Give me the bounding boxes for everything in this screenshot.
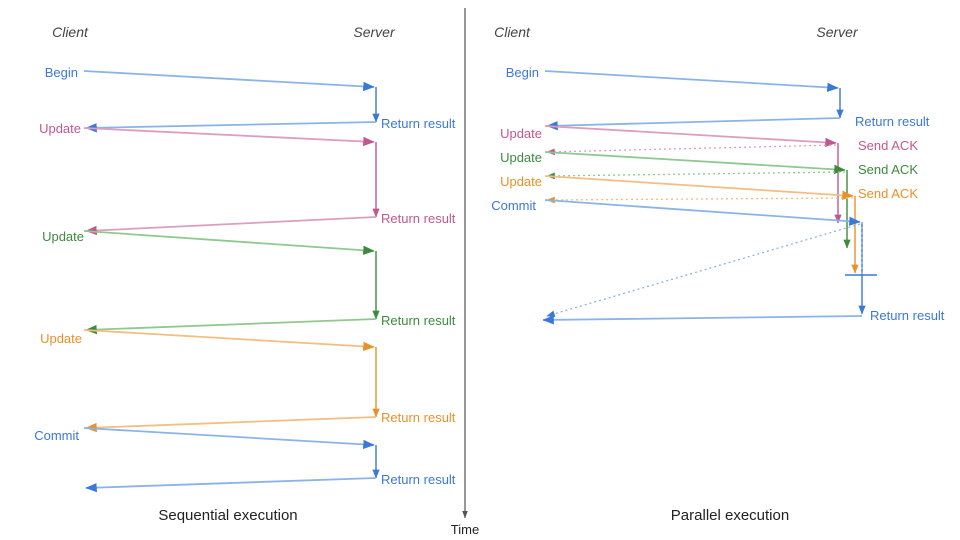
flow-commit-request xyxy=(83,427,375,450)
client-label-update-3: Update xyxy=(500,174,542,189)
flow-update-1 xyxy=(83,127,380,236)
flow-update-1-request xyxy=(544,125,837,148)
flow-update-1-request xyxy=(83,127,375,147)
server-lane-title: Server xyxy=(816,24,859,40)
client-lane-title: Client xyxy=(494,24,531,40)
panel-caption-sequential: Sequential execution xyxy=(158,507,297,524)
flow-commit xyxy=(83,427,380,493)
flow-begin-request xyxy=(544,70,839,93)
flow-update-2-request xyxy=(83,230,375,255)
client-label-commit: Commit xyxy=(34,428,79,443)
server-lane-title: Server xyxy=(353,24,396,40)
server-label-return-5: Return result xyxy=(381,472,456,487)
flow-update-2-reply xyxy=(85,318,377,335)
flow-update-3-reply xyxy=(85,416,377,433)
server-label-return-2: Return result xyxy=(381,211,456,226)
flow-update-2-ack xyxy=(546,171,846,180)
flow-begin xyxy=(544,70,844,131)
flow-update-3 xyxy=(83,329,380,433)
server-label-ack-3: Send ACK xyxy=(858,186,918,201)
flow-update-1-reply xyxy=(85,216,377,236)
flow-update-2 xyxy=(544,151,851,249)
flow-update-3-ack xyxy=(546,196,854,204)
flow-update-3 xyxy=(544,175,859,274)
flow-update-3-request xyxy=(83,329,375,352)
client-label-update-1: Update xyxy=(39,121,81,136)
flow-update-2-request xyxy=(544,151,846,175)
flow-commit-ack xyxy=(546,223,861,318)
flow-commit-reply xyxy=(85,477,377,493)
flow-begin-request xyxy=(83,70,375,92)
flow-update-2 xyxy=(83,230,380,335)
flow-commit-request xyxy=(544,199,861,226)
client-label-begin: Begin xyxy=(45,65,78,80)
server-label-ack-2: Send ACK xyxy=(858,162,918,177)
client-lane-title: Client xyxy=(52,24,89,40)
client-label-begin: Begin xyxy=(506,65,539,80)
time-axis-group: Time xyxy=(451,8,479,537)
server-label-return-2: Return result xyxy=(870,308,945,323)
client-label-update-1: Update xyxy=(500,126,542,141)
client-label-update-2: Update xyxy=(42,229,84,244)
flow-begin-reply xyxy=(546,117,841,131)
commit-join-bar xyxy=(542,222,877,325)
server-label-return-3: Return result xyxy=(381,313,456,328)
flow-begin-reply xyxy=(85,121,377,133)
client-label-update-2: Update xyxy=(500,150,542,165)
server-label-ack-1: Send ACK xyxy=(858,138,918,153)
flow-commit xyxy=(544,199,863,318)
client-label-update-3: Update xyxy=(40,331,82,346)
time-axis-caption: Time xyxy=(451,522,479,537)
server-label-return-1: Return result xyxy=(381,116,456,131)
flow-update-3-request xyxy=(544,175,854,200)
panel-caption-parallel: Parallel execution xyxy=(671,507,789,524)
server-label-return-4: Return result xyxy=(381,410,456,425)
client-label-commit: Commit xyxy=(491,198,536,213)
flow-update-1 xyxy=(544,125,842,224)
server-label-return-1: Return result xyxy=(855,114,930,129)
flow-update-1-ack xyxy=(546,144,837,156)
flow-begin xyxy=(83,70,380,133)
commit-final-reply xyxy=(542,315,863,325)
